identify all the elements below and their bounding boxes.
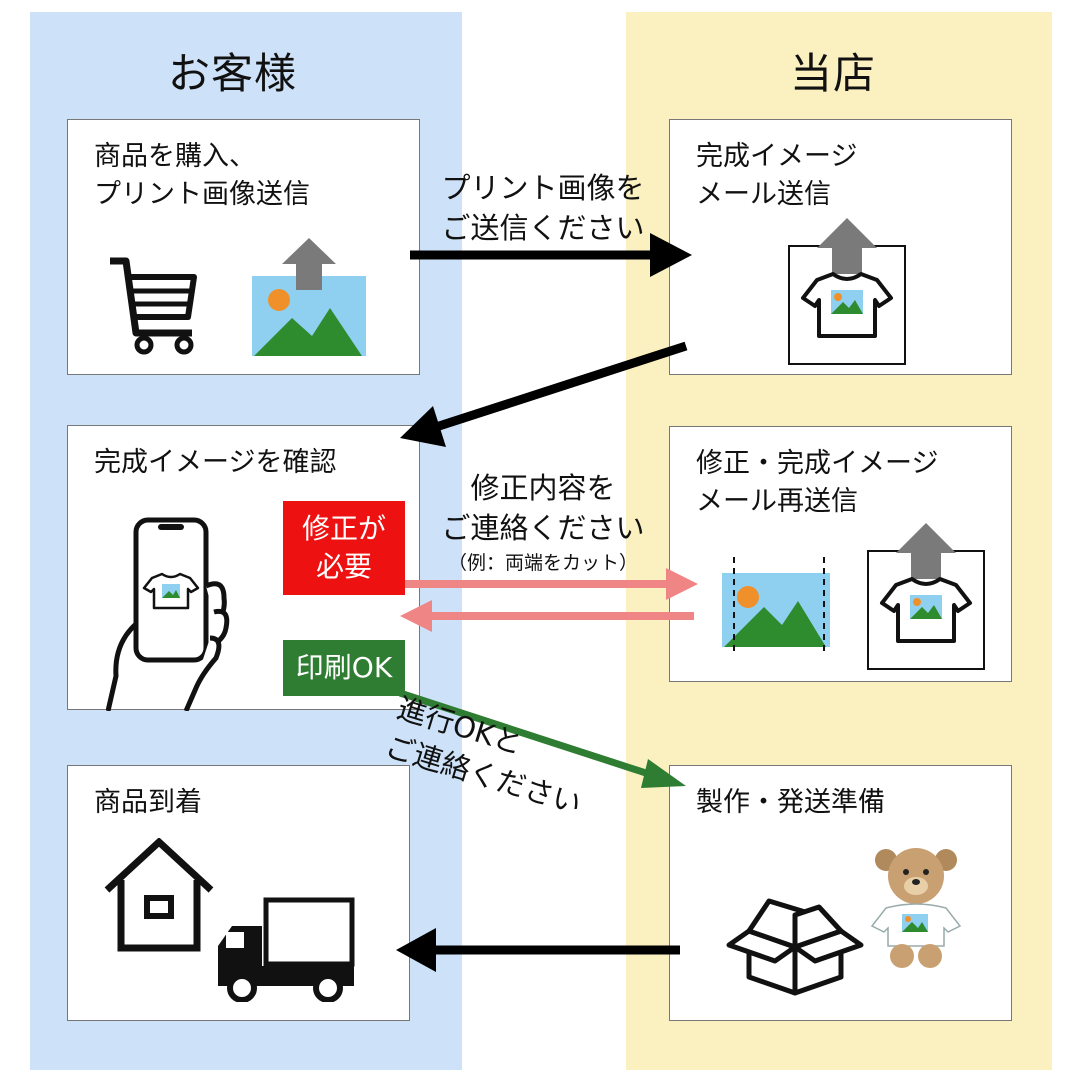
tshirt-mockup-icon [788, 218, 906, 365]
mockup-mail-box-title: 完成イメージ メール送信 [696, 141, 858, 210]
need-fix-label: 修正が 必要 [301, 512, 386, 583]
smartphone-hand-icon [106, 517, 230, 711]
cropped-image-icon [722, 557, 830, 651]
ship-arrow [396, 928, 680, 972]
purchase-box-title: 商品を購入、 プリント画像送信 [94, 141, 310, 210]
mockup-mail-arrow [400, 341, 688, 447]
proceed-arrow [398, 689, 686, 788]
print-ok-label: 印刷OK [295, 651, 393, 684]
send-image-arrow [410, 233, 692, 277]
fix-request-message: 修正内容を ご連絡ください [441, 471, 645, 545]
check-box-title: 完成イメージを確認 [94, 447, 337, 478]
cart-icon [110, 257, 197, 355]
customer-column-title: お客様 [168, 49, 298, 98]
revised-mail-arrow [400, 600, 694, 632]
production-box-title: 製作・発送準備 [696, 787, 885, 818]
fix-example-note: （例：両端をカット） [447, 552, 638, 574]
send-image-message: プリント画像を ご送信ください [441, 171, 645, 245]
image-upload-icon [252, 238, 366, 356]
teddy-bear-icon [870, 848, 962, 968]
print-ok-tag: 印刷OK [283, 640, 405, 696]
revised-mail-box: 修正・完成イメージ メール再送信 [669, 426, 1012, 682]
house-icon [104, 838, 214, 952]
shop-column-title: 当店 [790, 49, 877, 98]
tshirt-mockup-icon [867, 523, 985, 670]
need-fix-tag: 修正が 必要 [283, 501, 405, 595]
arrival-box: 商品到着 [67, 765, 410, 1021]
fix-request-arrow [405, 568, 698, 600]
open-box-icon [726, 898, 864, 996]
production-box: 製作・発送準備 [669, 765, 1012, 1021]
truck-icon [218, 897, 355, 1002]
purchase-box: 商品を購入、 プリント画像送信 [67, 119, 420, 375]
mockup-mail-box: 完成イメージ メール送信 [669, 119, 1012, 375]
arrival-box-title: 商品到着 [94, 787, 202, 818]
revised-mail-box-title: 修正・完成イメージ メール再送信 [696, 448, 939, 517]
